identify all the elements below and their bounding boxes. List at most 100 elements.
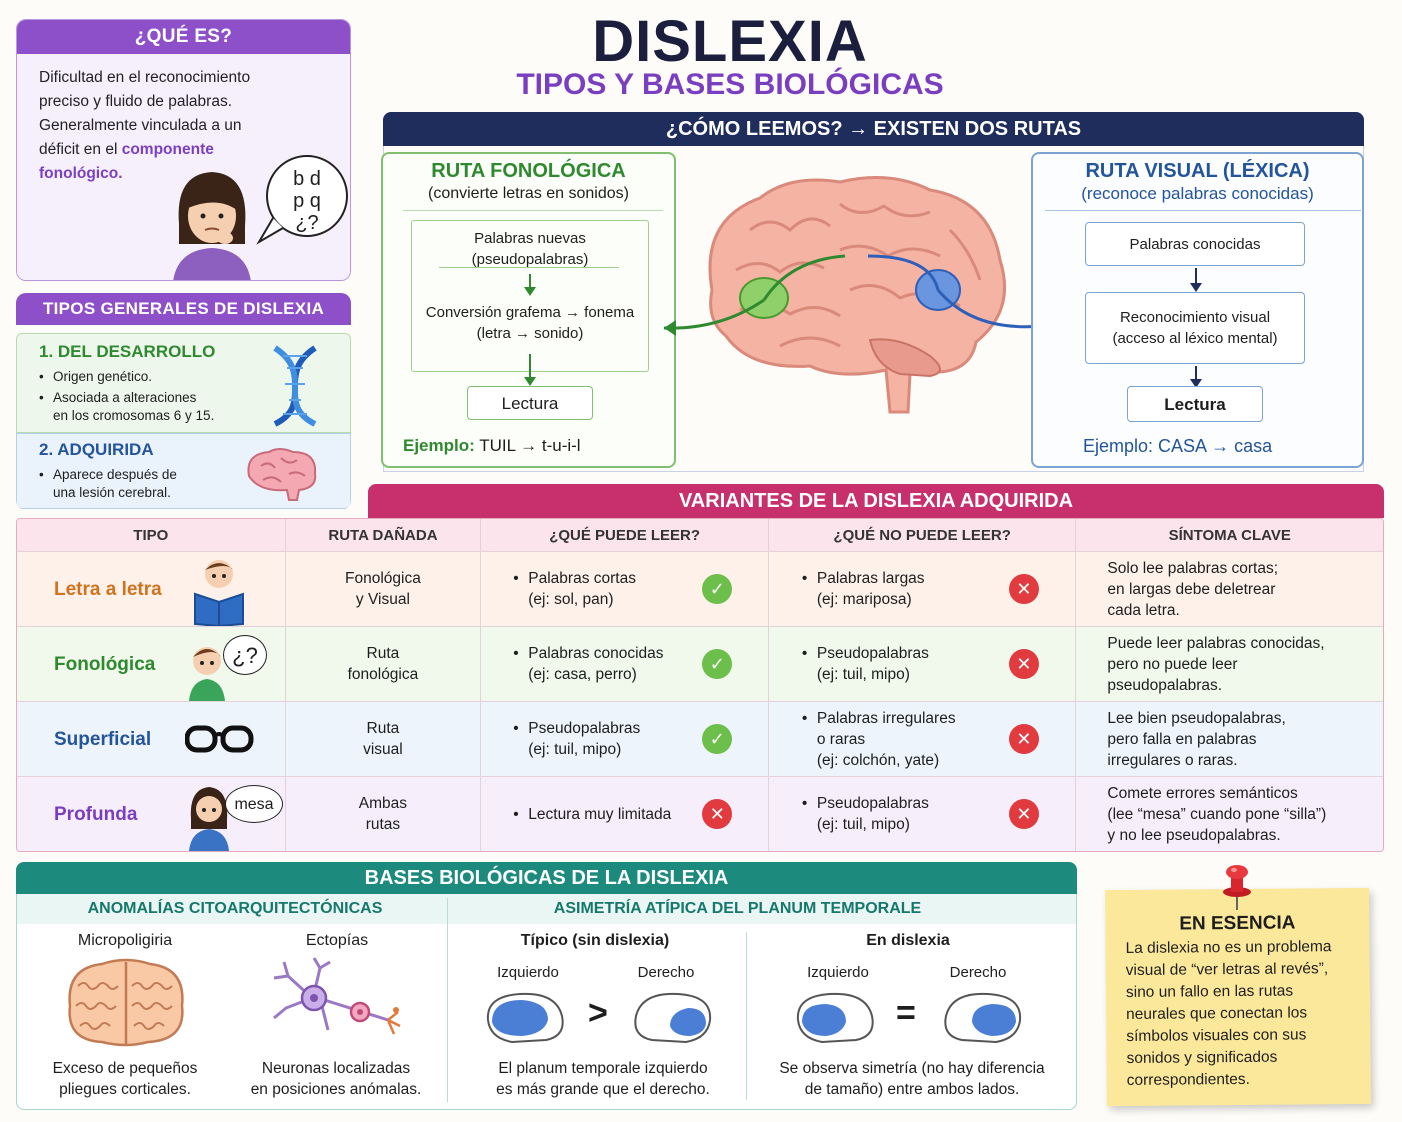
check-icon: ✓ — [702, 649, 733, 679]
dislexia-label: En dislexia — [866, 932, 950, 949]
ruta-visual-box: RUTA VISUAL (LÉXICA) (reconoce palabras … — [1031, 152, 1364, 468]
ruta-visual-sub: (reconoce palabras conocidas) — [1081, 184, 1314, 203]
bubble-text-pq: p q — [293, 190, 321, 212]
pushpin-icon — [1223, 865, 1251, 910]
brain-icon — [247, 448, 317, 501]
tipo-cell: Fonológica ¿? — [17, 627, 286, 701]
bubble-text-bd: b d — [293, 168, 321, 190]
tipos-card: TIPOS GENERALES DE DISLEXIA 1. DEL DESAR… — [16, 293, 351, 510]
variantes-heading: VARIANTES DE LA DISLEXIA ADQUIRIDA — [368, 484, 1384, 518]
micropoligiria-caption: Exceso de pequeños pliegues corticales. — [52, 1060, 198, 1098]
visual-box-palabras-conocidas: Palabras conocidas — [1085, 222, 1305, 266]
check-icon: ✓ — [702, 724, 733, 754]
no-puede-cell: •Palabras largas(ej: mariposa)✕ — [769, 552, 1077, 626]
sintoma-cell: Puede leer palabras conocidas,pero no pu… — [1107, 634, 1325, 694]
visual-ejemplo: Ejemplo: CASA → casa — [1083, 436, 1273, 456]
tipico-izquierdo-label: Izquierdo — [497, 964, 559, 981]
sintoma-cell: Lee bien pseudopalabras,pero falla en pa… — [1107, 709, 1286, 769]
tipico-derecho-label: Derecho — [637, 964, 695, 981]
tipico-caption: El planum temporale izquierdo es más gra… — [496, 1060, 710, 1098]
tipico-right-hemisphere-icon — [634, 992, 712, 1044]
cross-icon: ✕ — [1008, 724, 1039, 754]
page-title: DISLEXIA — [592, 9, 868, 74]
dislexia-equal-sign: = — [896, 994, 916, 1032]
en-esencia-note: EN ESENCIA La dislexia no es un problema… — [1105, 887, 1371, 1107]
tipo-name: Letra a letra — [54, 578, 162, 600]
cross-icon: ✕ — [1008, 799, 1039, 829]
tipo-name: Fonológica — [54, 653, 156, 675]
page-subtitle: TIPOS Y BASES BIOLÓGICAS — [516, 68, 944, 101]
bases-heading: BASES BIOLÓGICAS DE LA DISLEXIA — [16, 862, 1077, 894]
neuron-icon — [273, 957, 401, 1035]
fono-ejemplo: Ejemplo: TUIL → t-u-i-l — [403, 436, 581, 455]
th-puede: ¿QUÉ PUEDE LEER? — [481, 519, 769, 551]
ruta-fonologica-title: RUTA FONOLÓGICA — [431, 160, 626, 182]
puede-cell: •Pseudopalabras(ej: tuil, mipo)✓ — [481, 702, 769, 776]
th-sintoma: SÍNTOMA CLAVE — [1076, 519, 1383, 551]
visual-arrow-1 — [1190, 268, 1202, 292]
dislexia-left-hemisphere-icon — [796, 992, 874, 1044]
ectopias-caption: Neuronas localizadas en posiciones anóma… — [250, 1060, 422, 1098]
no-puede-cell: •Pseudopalabras(ej: tuil, mipo)✕ — [769, 777, 1077, 851]
glasses-icon — [185, 725, 254, 753]
micropoligiria-brain-icon — [68, 958, 184, 1047]
fono-arrow-1 — [524, 274, 536, 296]
fono-box-conversion: Conversión grafema → fonema (letra → son… — [425, 304, 635, 342]
tipico-greater-sign: > — [588, 994, 608, 1032]
dna-icon — [273, 345, 317, 427]
speech-bubble: ¿? — [223, 635, 267, 675]
sintoma-cell: Comete errores semánticos(lee “mesa” cua… — [1107, 784, 1327, 844]
tipo-adquirida: 2. ADQUIRIDA Aparece después de una lesi… — [16, 433, 351, 509]
ruta-visual-title: RUTA VISUAL (LÉXICA) — [1085, 160, 1310, 182]
asimetria-heading: ASIMETRÍA ATÍPICA DEL PLANUM TEMPORALE — [553, 900, 922, 917]
confused-boy-icon — [189, 647, 225, 701]
que-es-card: ¿QUÉ ES? Dificultad en el reconocimiento… — [16, 19, 351, 281]
cross-icon: ✕ — [1008, 649, 1039, 679]
tipo-name: Superficial — [54, 728, 152, 750]
fono-box-lectura: Lectura — [467, 386, 593, 420]
speech-bubble: mesa — [225, 785, 283, 823]
thinking-girl-icon — [173, 172, 251, 280]
no-puede-cell: •Pseudopalabras(ej: tuil, mipo)✕ — [769, 627, 1077, 701]
tipos-heading: TIPOS GENERALES DE DISLEXIA — [16, 293, 351, 325]
sintoma-cell: Solo lee palabras cortas;en largas debe … — [1107, 559, 1279, 619]
en-esencia-heading: EN ESENCIA — [1179, 912, 1296, 935]
ectopias-label: Ectopías — [305, 932, 369, 949]
fono-arrow-2 — [524, 354, 536, 386]
dislexia-caption: Se observa simetría (no hay diferencia d… — [779, 1060, 1045, 1098]
tipo-cell: Letra a letra — [17, 552, 286, 626]
speech-bubble-icon — [256, 155, 348, 245]
th-ruta: RUTA DAÑADA — [285, 519, 482, 551]
ruta-fonologica-box: RUTA FONOLÓGICA (convierte letras en son… — [381, 152, 676, 468]
tipico-left-hemisphere-icon — [486, 992, 564, 1044]
girl-thinking-icon — [189, 787, 229, 851]
visual-arrow-2 — [1190, 366, 1202, 388]
variantes-table: TIPO RUTA DAÑADA ¿QUÉ PUEDE LEER? ¿QUÉ N… — [16, 518, 1384, 852]
fono-box-palabras-nuevas: Palabras nuevas (pseudopalabras) — [471, 230, 589, 268]
tipico-label: Típico (sin dislexia) — [520, 932, 670, 949]
check-icon: ✓ — [702, 574, 733, 604]
cross-icon: ✕ — [1008, 574, 1039, 604]
dislexia-derecho-label: Derecho — [949, 964, 1007, 981]
th-tipo: TIPO — [17, 519, 286, 551]
tipo-cell: Superficial — [17, 702, 286, 776]
visual-box-reconocimiento: Reconocimiento visual (acceso al léxico … — [1085, 292, 1305, 364]
tipo-adquirida-title: 2. ADQUIRIDA — [39, 440, 154, 459]
cross-icon: ✕ — [702, 799, 733, 829]
puede-cell: •Palabras cortas(ej: sol, pan)✓ — [481, 552, 769, 626]
puede-cell: •Lectura muy limitada✕ — [481, 777, 769, 851]
visual-box-lectura: Lectura — [1127, 386, 1263, 422]
tipo-desarrollo: 1. DEL DESARROLLO Origen genético. Asoci… — [16, 333, 351, 433]
dislexia-right-hemisphere-icon — [944, 992, 1022, 1044]
ruta-fonologica-sub: (convierte letras en sonidos) — [428, 185, 629, 202]
th-no-puede: ¿QUÉ NO PUEDE LEER? — [768, 519, 1077, 551]
